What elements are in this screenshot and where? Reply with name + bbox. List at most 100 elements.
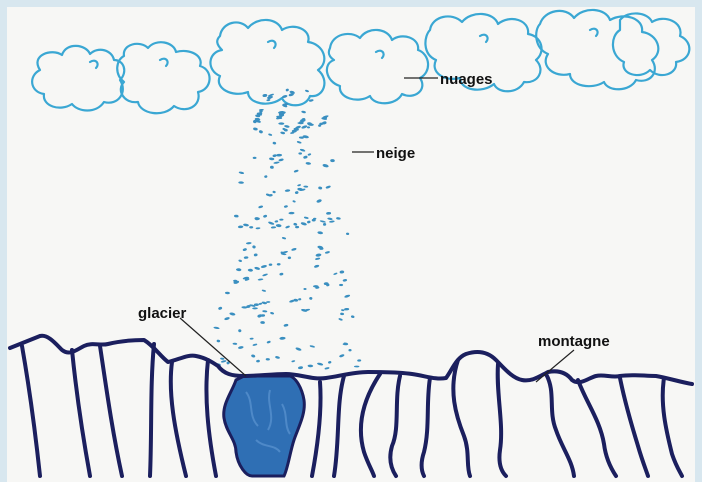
snowflake xyxy=(224,317,230,321)
snowflake xyxy=(297,141,302,144)
snowflake xyxy=(266,340,270,343)
snowflake xyxy=(303,185,308,187)
snowflake xyxy=(351,315,355,318)
snowflake xyxy=(252,343,257,346)
snowflake xyxy=(304,216,309,219)
snowflake xyxy=(298,152,302,154)
cloud-7 xyxy=(613,13,689,75)
snowflake xyxy=(280,131,285,134)
snowflake xyxy=(317,362,324,366)
snowflake xyxy=(348,349,352,352)
snowflake xyxy=(259,130,264,134)
snowflake xyxy=(244,256,249,259)
snowflake xyxy=(270,166,274,169)
snowflake xyxy=(268,133,272,136)
snowflake xyxy=(285,189,291,192)
snowflake xyxy=(344,308,349,311)
mountain-fold-8 xyxy=(361,374,380,476)
snowflake xyxy=(252,307,258,309)
snowflake xyxy=(269,157,274,160)
snowflake xyxy=(298,298,301,301)
snowflake xyxy=(284,205,288,208)
snowflake xyxy=(273,161,279,164)
snowflake xyxy=(272,141,276,144)
snowflake xyxy=(341,309,345,311)
mountain-fold-1 xyxy=(72,350,90,476)
snowflake xyxy=(253,127,258,130)
mountain-fold-7 xyxy=(334,376,344,476)
snowflake xyxy=(308,364,314,367)
glacier-shape xyxy=(224,376,305,476)
snowflake xyxy=(229,312,235,316)
snowflake xyxy=(307,126,310,128)
snowflake xyxy=(250,338,254,340)
snowflake xyxy=(298,366,303,369)
snowflake xyxy=(253,157,257,159)
snowflake xyxy=(225,292,230,295)
cloud-swirl-1 xyxy=(90,61,98,68)
snowflake xyxy=(307,220,311,223)
snowflake xyxy=(256,227,261,229)
cloud-4 xyxy=(327,30,428,103)
snowflake xyxy=(279,337,285,340)
snowflake xyxy=(309,345,315,348)
snowflake xyxy=(343,279,348,282)
clouds xyxy=(32,10,689,113)
snowflake xyxy=(346,233,349,236)
snowflake xyxy=(338,318,343,321)
mountain-fold-6 xyxy=(312,382,321,476)
snowflake xyxy=(251,354,256,358)
cloud-swirl-2 xyxy=(160,59,168,66)
snowflake xyxy=(276,224,282,227)
snowflake xyxy=(266,99,270,102)
snowflake xyxy=(292,200,296,203)
snowflake xyxy=(354,366,359,368)
snowflake xyxy=(249,226,253,228)
snowflake xyxy=(220,357,225,359)
snowflake xyxy=(333,272,338,275)
snowflake xyxy=(357,359,361,362)
snowflake xyxy=(330,159,335,162)
snowflake xyxy=(266,301,270,303)
snowflake xyxy=(303,288,306,290)
snowflake xyxy=(261,264,268,268)
snowflake xyxy=(317,231,323,235)
mountain-fold-17 xyxy=(22,346,40,476)
snowflake xyxy=(238,329,242,332)
snowflake xyxy=(301,125,308,130)
snowflake xyxy=(272,190,276,193)
snowflake xyxy=(285,225,290,229)
snowflake xyxy=(239,171,245,174)
label-glacier: glacier xyxy=(138,305,187,322)
snowflake xyxy=(328,361,332,364)
snowflake xyxy=(266,358,270,361)
snowflake xyxy=(264,175,268,178)
snowflake xyxy=(258,205,263,209)
cloud-3 xyxy=(210,20,324,105)
snowflake xyxy=(308,123,314,125)
glacier-leader xyxy=(180,318,246,376)
mountain-fold-5 xyxy=(206,360,216,476)
snowflake xyxy=(301,110,306,113)
snowflake xyxy=(325,251,330,254)
snowflake xyxy=(216,339,220,342)
snowflake xyxy=(258,278,264,280)
snowflake xyxy=(295,347,302,351)
cloud-1 xyxy=(32,46,124,111)
mountain-fold-14 xyxy=(578,380,616,476)
mountain-fold-9 xyxy=(390,376,400,476)
snowflake xyxy=(284,125,290,128)
snowflake xyxy=(325,185,331,189)
snowflake xyxy=(260,321,265,324)
snowflake xyxy=(262,94,267,98)
leader-lines xyxy=(180,78,574,382)
snowflake xyxy=(278,122,284,125)
snowflake xyxy=(238,225,244,228)
snowflake xyxy=(279,272,284,275)
snowflake xyxy=(262,310,267,313)
snowflake xyxy=(270,312,274,315)
snowflake xyxy=(295,191,299,194)
snowflake xyxy=(323,223,326,226)
snowflake xyxy=(291,248,297,252)
